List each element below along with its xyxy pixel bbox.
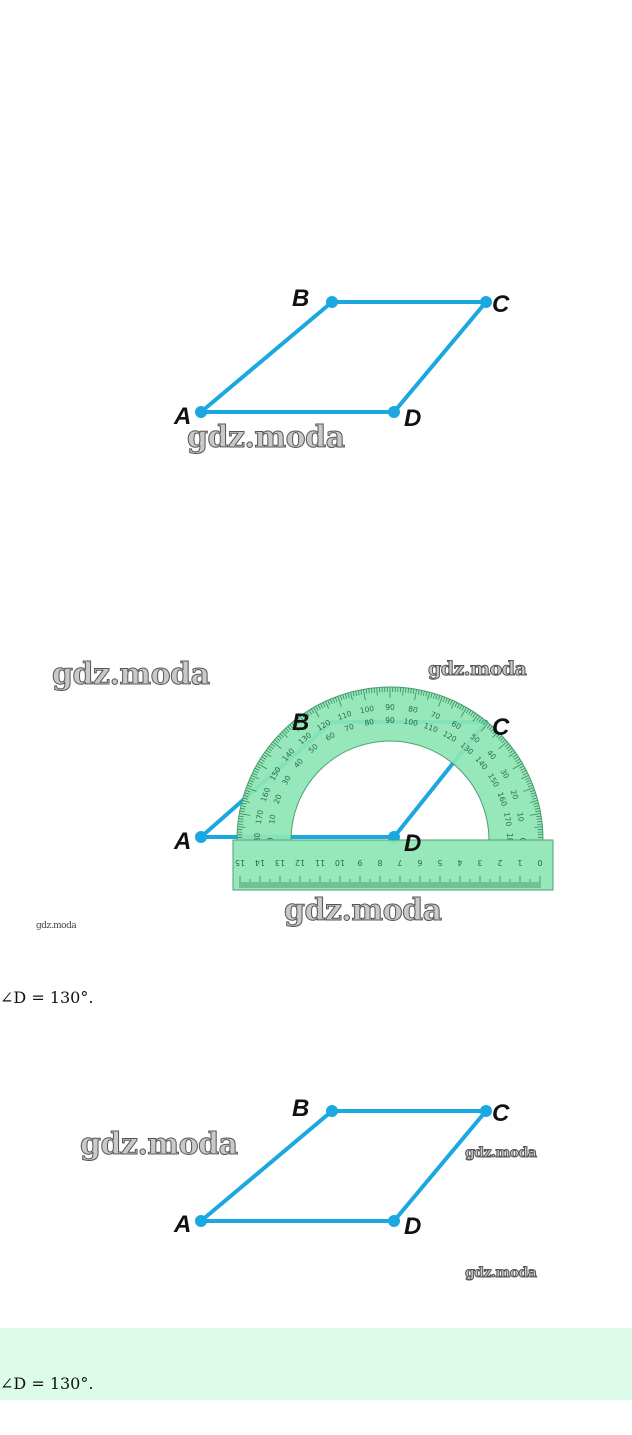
ruler-label: 2 [497, 858, 502, 867]
ruler-label: 7 [397, 858, 402, 867]
protractor-scale-label: 100 [359, 704, 375, 715]
ruler-label: 4 [457, 858, 462, 867]
protractor-scale-label: 70 [343, 722, 355, 734]
ruler-label: 15 [235, 858, 245, 867]
watermark: gdz.moda [36, 921, 77, 931]
watermark: gdz.moda [427, 658, 527, 680]
protractor-scale-label: 100 [403, 717, 419, 728]
protractor-scale-label: 60 [450, 719, 463, 732]
protractor-scale-label: 70 [429, 710, 441, 722]
watermark: gdz.moda [80, 1127, 239, 1162]
ruler-label: 11 [315, 858, 325, 867]
vertex-label-d: D [404, 1213, 421, 1240]
protractor-scale-label: 60 [324, 730, 337, 743]
protractor-scale-label: 170 [502, 811, 513, 827]
protractor-figure: 1801701601501401301201101009080706050403… [173, 686, 554, 891]
ruler-label: 0 [537, 858, 542, 867]
ruler-label: 8 [377, 858, 382, 867]
vertex-label-c: C [492, 714, 510, 741]
answer-band [0, 1328, 632, 1400]
watermark: gdz.moda [52, 657, 211, 692]
parallelogram-figure-1: B C A D [173, 285, 510, 430]
protractor-scale-label: 90 [385, 716, 395, 725]
protractor-scale-label: 90 [385, 703, 395, 712]
vertex-label-a: A [173, 1211, 191, 1238]
protractor-scale-label: 10 [267, 814, 278, 825]
protractor-scale-label: 80 [364, 717, 375, 728]
watermark: gdz.moda [187, 420, 346, 455]
ruler-label: 9 [357, 858, 362, 867]
answer-text-1: ∠D = 130°. [0, 988, 94, 1007]
ruler-label: 12 [295, 858, 305, 867]
vertex-label-d: D [404, 405, 421, 430]
protractor-scale-label: 20 [272, 793, 284, 805]
protractor-scale-label: 10 [515, 812, 526, 823]
protractor-scale-label: 20 [509, 789, 521, 801]
watermark: gdz.moda [464, 1265, 537, 1281]
protractor-scale-label: 170 [254, 809, 265, 825]
protractor-scale-label: 30 [280, 774, 293, 787]
answer-text-2: ∠D = 130°. [0, 1374, 94, 1393]
watermark: gdz.moda [464, 1145, 537, 1161]
vertex-label-c: C [492, 1100, 510, 1127]
ruler-label: 1 [517, 858, 522, 867]
vertex-label-a: A [173, 828, 191, 855]
protractor-scale-label: 80 [408, 704, 419, 715]
vertex-label-b: B [292, 1095, 309, 1122]
ruler-label: 3 [477, 858, 482, 867]
vertex-label-b: B [292, 285, 309, 312]
protractor: 1801701601501401301201101009080706050403… [232, 686, 554, 891]
parallelogram-figure-2: B C A D [173, 1095, 510, 1240]
vertex-label-d: D [404, 830, 421, 857]
protractor-scale-label: 30 [498, 767, 511, 780]
ruler-label: 10 [335, 858, 345, 867]
vertex-label-a: A [173, 403, 191, 430]
vertex-label-b: B [292, 709, 309, 736]
ruler-label: 6 [417, 858, 422, 867]
vertex-label-c: C [492, 291, 510, 318]
ruler-label: 14 [255, 858, 265, 867]
ruler-label: 13 [275, 858, 285, 867]
ruler-label: 5 [437, 858, 442, 867]
watermark: gdz.moda [284, 893, 443, 928]
